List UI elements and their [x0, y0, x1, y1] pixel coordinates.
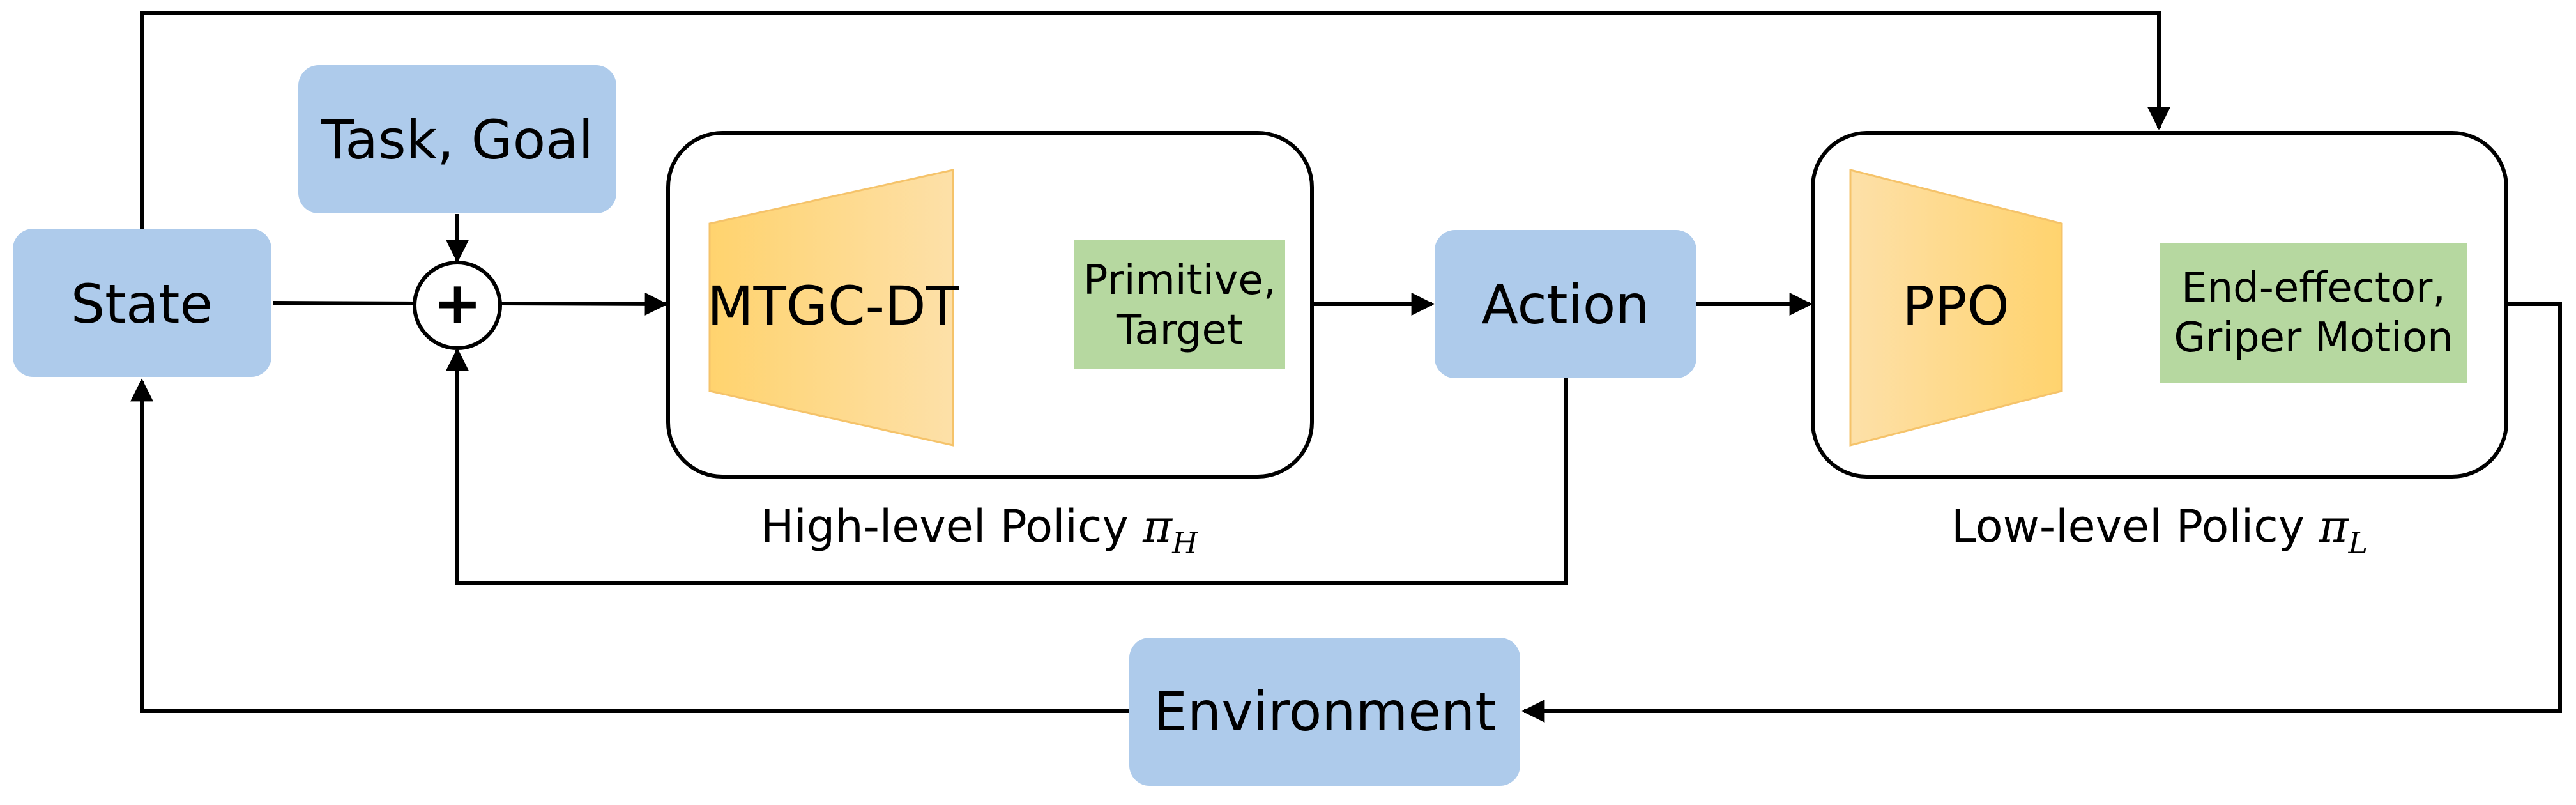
low-policy-to-environment-arrow: [1521, 302, 2562, 723]
low-level-policy-caption: Low-level Policy πL: [1951, 500, 2368, 560]
sum-node: +: [413, 261, 502, 350]
action-label: Action: [1481, 273, 1649, 336]
task-goal-label: Task, Goal: [321, 109, 593, 171]
action-box: Action: [1435, 230, 1696, 378]
sum-symbol: +: [432, 269, 482, 337]
ppo-block: [1849, 169, 2063, 447]
primitive-label: Primitive,: [1083, 257, 1276, 304]
environment-label: Environment: [1154, 680, 1496, 743]
state-box: State: [13, 229, 271, 377]
target-label: Target: [1116, 307, 1243, 354]
connectors: [130, 11, 2562, 723]
end-effector-box: [2160, 243, 2467, 383]
environment-box: Environment: [1129, 638, 1520, 786]
griper-motion-label: Griper Motion: [2174, 314, 2453, 362]
action-feedback-arrow: [446, 348, 1568, 585]
low-level-policy: PPO End-effector, Griper Motion: [1811, 131, 2508, 479]
environment-to-state-arrow: [130, 378, 1129, 713]
high-level-policy-caption: High-level Policy πH: [761, 500, 1198, 560]
high-level-policy: MTGC-DT Primitive, Target: [666, 131, 1314, 479]
mtgc-dt-label: MTGC-DT: [707, 275, 959, 337]
mtgc-dt-block: [708, 169, 954, 447]
ppo-label: PPO: [1902, 275, 2009, 337]
end-effector-label: End-effector,: [2181, 264, 2446, 312]
state-label: State: [71, 273, 213, 335]
state-to-low-policy-arrow: [140, 11, 2170, 229]
sum-to-high-policy-arrow: [500, 292, 668, 316]
task-goal-box: Task, Goal: [298, 65, 616, 213]
primitive-target-box: [1074, 240, 1285, 369]
